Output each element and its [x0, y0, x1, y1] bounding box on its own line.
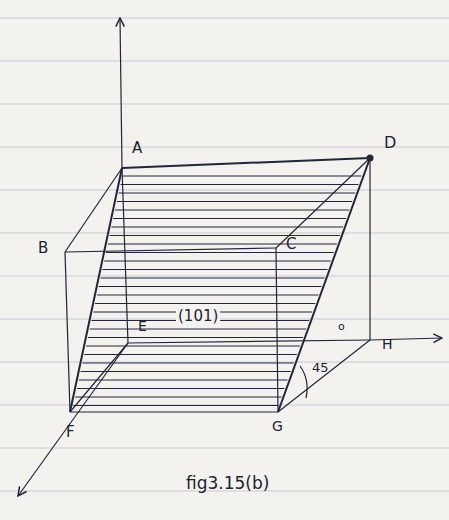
- cube-edge: [70, 343, 128, 412]
- corner-label: A: [130, 140, 144, 157]
- cube-edge: [70, 168, 122, 412]
- corner-label: E: [136, 318, 149, 334]
- cube-edge: [122, 168, 128, 343]
- cube-edge: [70, 411, 278, 412]
- corner-dot: [367, 155, 374, 162]
- cube-edge: [369, 158, 370, 340]
- figure-caption: fig3.15(b): [184, 474, 271, 493]
- paper-rule: [0, 18, 449, 19]
- hatch-line: [111, 227, 343, 228]
- angle-arc: [300, 366, 307, 398]
- paper-rule: [0, 362, 449, 363]
- paper-rule: [0, 276, 449, 277]
- hatch-line: [110, 235, 340, 236]
- paper-rule: [0, 448, 449, 449]
- hatch-line: [113, 218, 346, 219]
- hatch-line: [99, 286, 322, 287]
- paper-rule: [0, 405, 449, 406]
- cube-edge: [65, 248, 276, 252]
- hatch-line: [115, 210, 349, 211]
- corner-label: o: [336, 320, 347, 333]
- hatch-line: [75, 397, 281, 398]
- corner-label: F: [64, 424, 77, 441]
- corner-label: D: [382, 134, 398, 152]
- hatch-line: [101, 278, 325, 279]
- cube-edge: [278, 340, 370, 412]
- axis-arrow: [120, 18, 122, 168]
- cube-edge: [278, 158, 370, 412]
- corner-label: C: [284, 236, 298, 253]
- axes: [18, 18, 442, 496]
- angle-label: 45: [310, 360, 331, 375]
- hatch-line: [73, 405, 278, 406]
- axis-arrow: [18, 343, 128, 496]
- paper-rule: [0, 61, 449, 62]
- hatch-line: [102, 269, 327, 270]
- axis-arrow: [370, 338, 442, 340]
- cube-edge: [128, 340, 370, 343]
- plane-index: (101): [176, 308, 220, 325]
- hatch-line: [81, 371, 291, 372]
- hatch-line: [122, 176, 361, 177]
- corner-label: H: [380, 336, 395, 352]
- hatch-line: [77, 388, 285, 389]
- hatch-line: [90, 329, 306, 330]
- hatch-line: [84, 354, 297, 355]
- plane-hatching: [73, 176, 361, 406]
- hatch-line: [79, 380, 288, 381]
- hatch-line: [117, 201, 352, 202]
- cube-edge: [276, 248, 278, 412]
- hatch-line: [104, 261, 331, 262]
- cube-edge: [65, 252, 70, 412]
- cube-edge: [122, 158, 370, 168]
- hatch-line: [86, 346, 300, 347]
- paper-rule: [0, 190, 449, 191]
- corner-label: G: [270, 418, 285, 434]
- corner-label: B: [36, 240, 50, 257]
- hatch-line: [95, 303, 315, 304]
- hatch-line: [88, 337, 303, 338]
- hatch-line: [97, 295, 318, 296]
- paper-rules: [0, 18, 449, 491]
- paper-rule: [0, 233, 449, 234]
- paper-rule: [0, 104, 449, 105]
- hatch-line: [106, 252, 334, 253]
- cube-edge: [276, 158, 370, 248]
- cube-edges: [65, 158, 370, 412]
- hatch-line: [108, 244, 337, 245]
- hatch-line: [119, 193, 356, 194]
- hatch-line: [120, 184, 358, 185]
- paper-rule: [0, 147, 449, 148]
